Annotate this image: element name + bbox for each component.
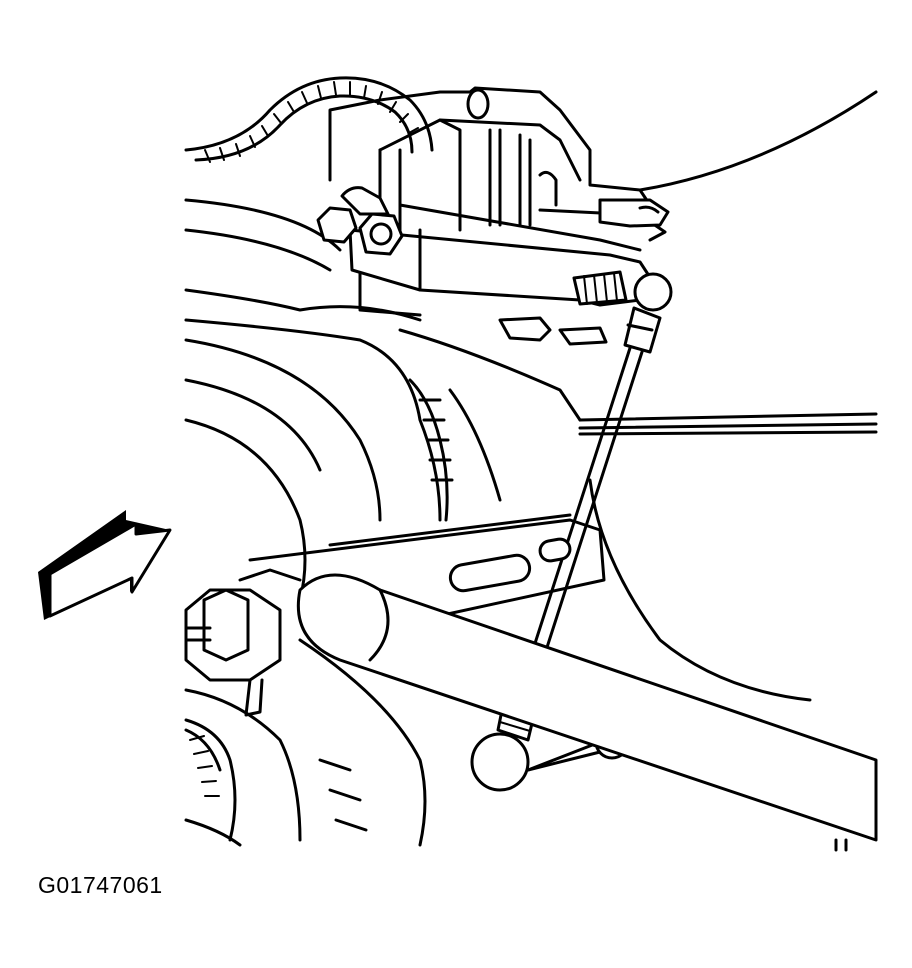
- axle-end-nut: [184, 588, 282, 717]
- view-direction-arrow-icon: [38, 510, 172, 620]
- wheel-tire: [184, 318, 582, 847]
- figure-code: G01747061: [38, 872, 163, 898]
- lower-wheel-hub: [184, 718, 237, 842]
- rear-axle: [238, 513, 878, 852]
- frame-crossmember: [578, 412, 878, 436]
- wiring-harness: [184, 76, 434, 163]
- sensor-connector: [498, 198, 670, 346]
- link-upper-end: [623, 272, 673, 354]
- body-lower-curve: [588, 478, 812, 702]
- body-panel-outline: [638, 90, 878, 192]
- upper-mounting-bolts: [316, 186, 628, 306]
- sensor-link-rod: [518, 346, 644, 696]
